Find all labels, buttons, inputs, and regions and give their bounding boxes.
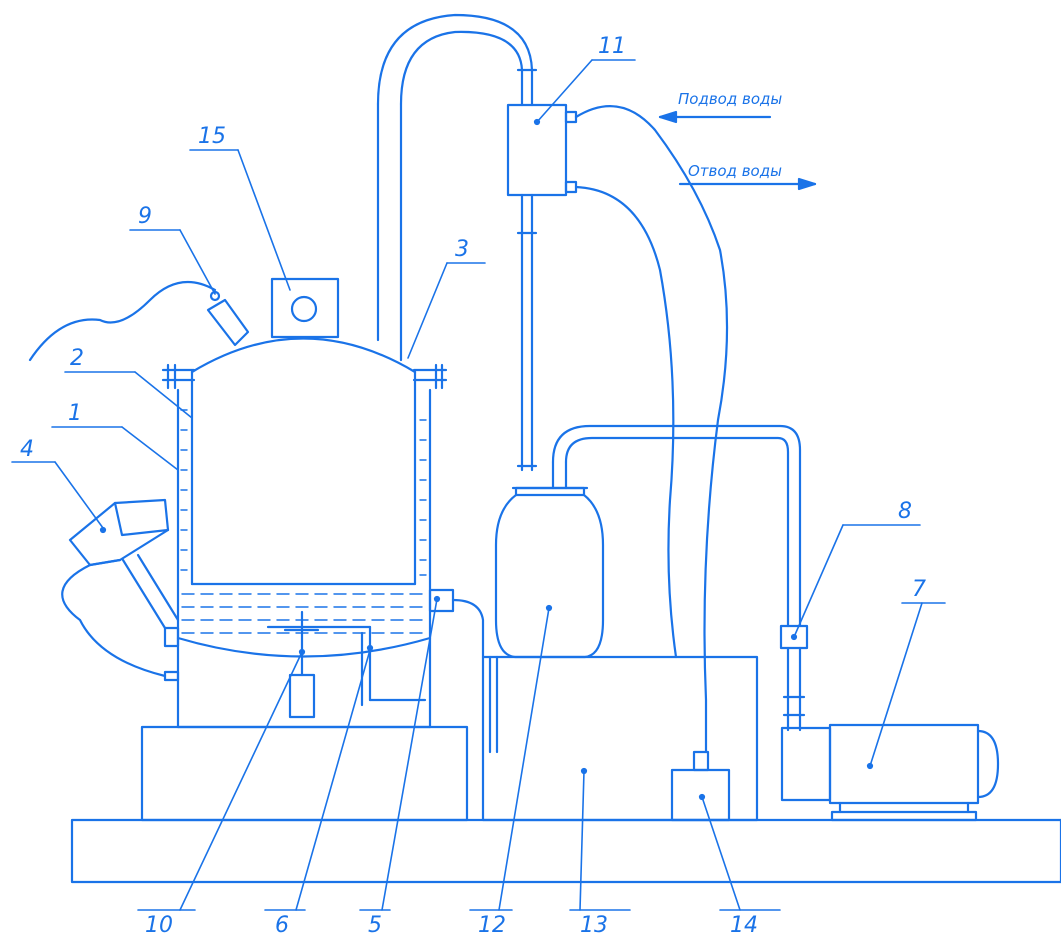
vapor-outlet-pipe	[376, 13, 534, 362]
callout-7: 7	[912, 577, 926, 602]
vacuum-pump	[780, 723, 1000, 822]
gauge	[270, 277, 340, 339]
water-arrows	[658, 110, 817, 191]
callout-15: 15	[198, 124, 226, 149]
callout-3: 3	[455, 237, 469, 262]
inner-vessel	[190, 337, 417, 586]
water-out-text: Отвод воды	[688, 162, 782, 180]
callout-13: 13	[580, 913, 608, 936]
callout-10: 10	[145, 913, 173, 936]
bottom-liquid	[181, 593, 429, 634]
callout-1: 1	[68, 401, 82, 426]
condenser	[506, 68, 729, 754]
callout-5: 5	[368, 913, 382, 936]
callout-2: 2	[70, 346, 84, 371]
stirrer	[283, 610, 320, 719]
jacket-fluid	[180, 409, 427, 576]
lid-fitting	[28, 280, 250, 362]
callout-14: 14	[730, 913, 758, 936]
water-in-text: Подвод воды	[678, 90, 782, 108]
left-pedestal	[140, 725, 469, 822]
valve	[779, 624, 809, 650]
vacuum-line	[551, 424, 806, 732]
callout-12: 12	[478, 913, 506, 936]
callout-6: 6	[275, 913, 289, 936]
callout-leaders	[11, 59, 946, 911]
table-stand	[481, 655, 759, 822]
base-plate	[70, 818, 1061, 884]
callout-9: 9	[138, 204, 152, 229]
side-sensor-box	[428, 588, 485, 659]
bottom-tube	[266, 625, 427, 707]
callout-labels: 1 2 3 4 5 6 7 8 9 10 11 12 13 14 15	[20, 34, 926, 936]
collector-jar	[494, 486, 605, 659]
vessel-bottom-curve	[176, 636, 432, 658]
outer-jacket	[161, 363, 448, 729]
control-box	[61, 498, 180, 682]
callout-8: 8	[898, 499, 912, 524]
pump-box	[670, 750, 731, 822]
callout-4: 4	[20, 437, 34, 462]
callout-11: 11	[598, 34, 626, 59]
